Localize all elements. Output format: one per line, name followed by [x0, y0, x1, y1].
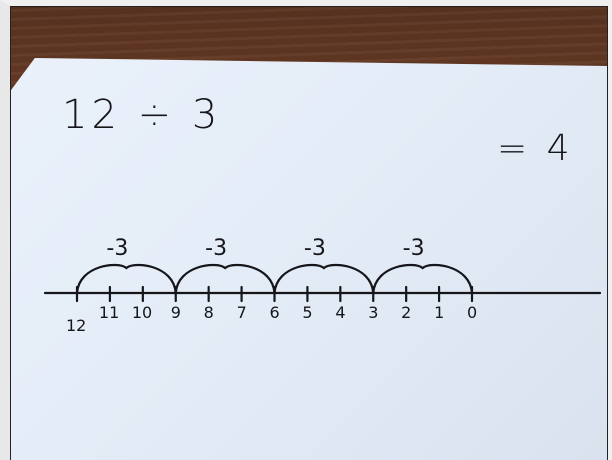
jump-arc	[174, 264, 276, 295]
jump-label: -3	[106, 236, 129, 261]
tick-label: 12	[66, 316, 87, 335]
tick-label: 7	[236, 303, 247, 322]
division-answer: = 4	[497, 128, 574, 169]
tick-label: 8	[203, 303, 214, 322]
tick-label: 10	[131, 303, 153, 322]
tick-label: 2	[401, 303, 412, 322]
tick-label: 3	[368, 303, 379, 322]
tick-label: 1	[434, 303, 445, 322]
tick-label: 6	[269, 303, 280, 322]
jump-label: -3	[205, 236, 228, 261]
jump-arc	[372, 264, 474, 295]
division-equation: 12 ÷ 3	[62, 92, 222, 138]
tick-label: 4	[335, 303, 346, 322]
tick-label: 5	[302, 303, 313, 322]
image-border	[10, 6, 608, 460]
jump-label: -3	[402, 236, 425, 261]
tick-label: 9	[170, 303, 181, 322]
jump-label: -3	[303, 236, 326, 261]
tick-label: 11	[98, 303, 120, 322]
paper-sheet	[11, 58, 607, 460]
tick-label: 0	[467, 303, 478, 322]
jump-arc	[75, 264, 177, 295]
jump-arc	[273, 264, 375, 295]
